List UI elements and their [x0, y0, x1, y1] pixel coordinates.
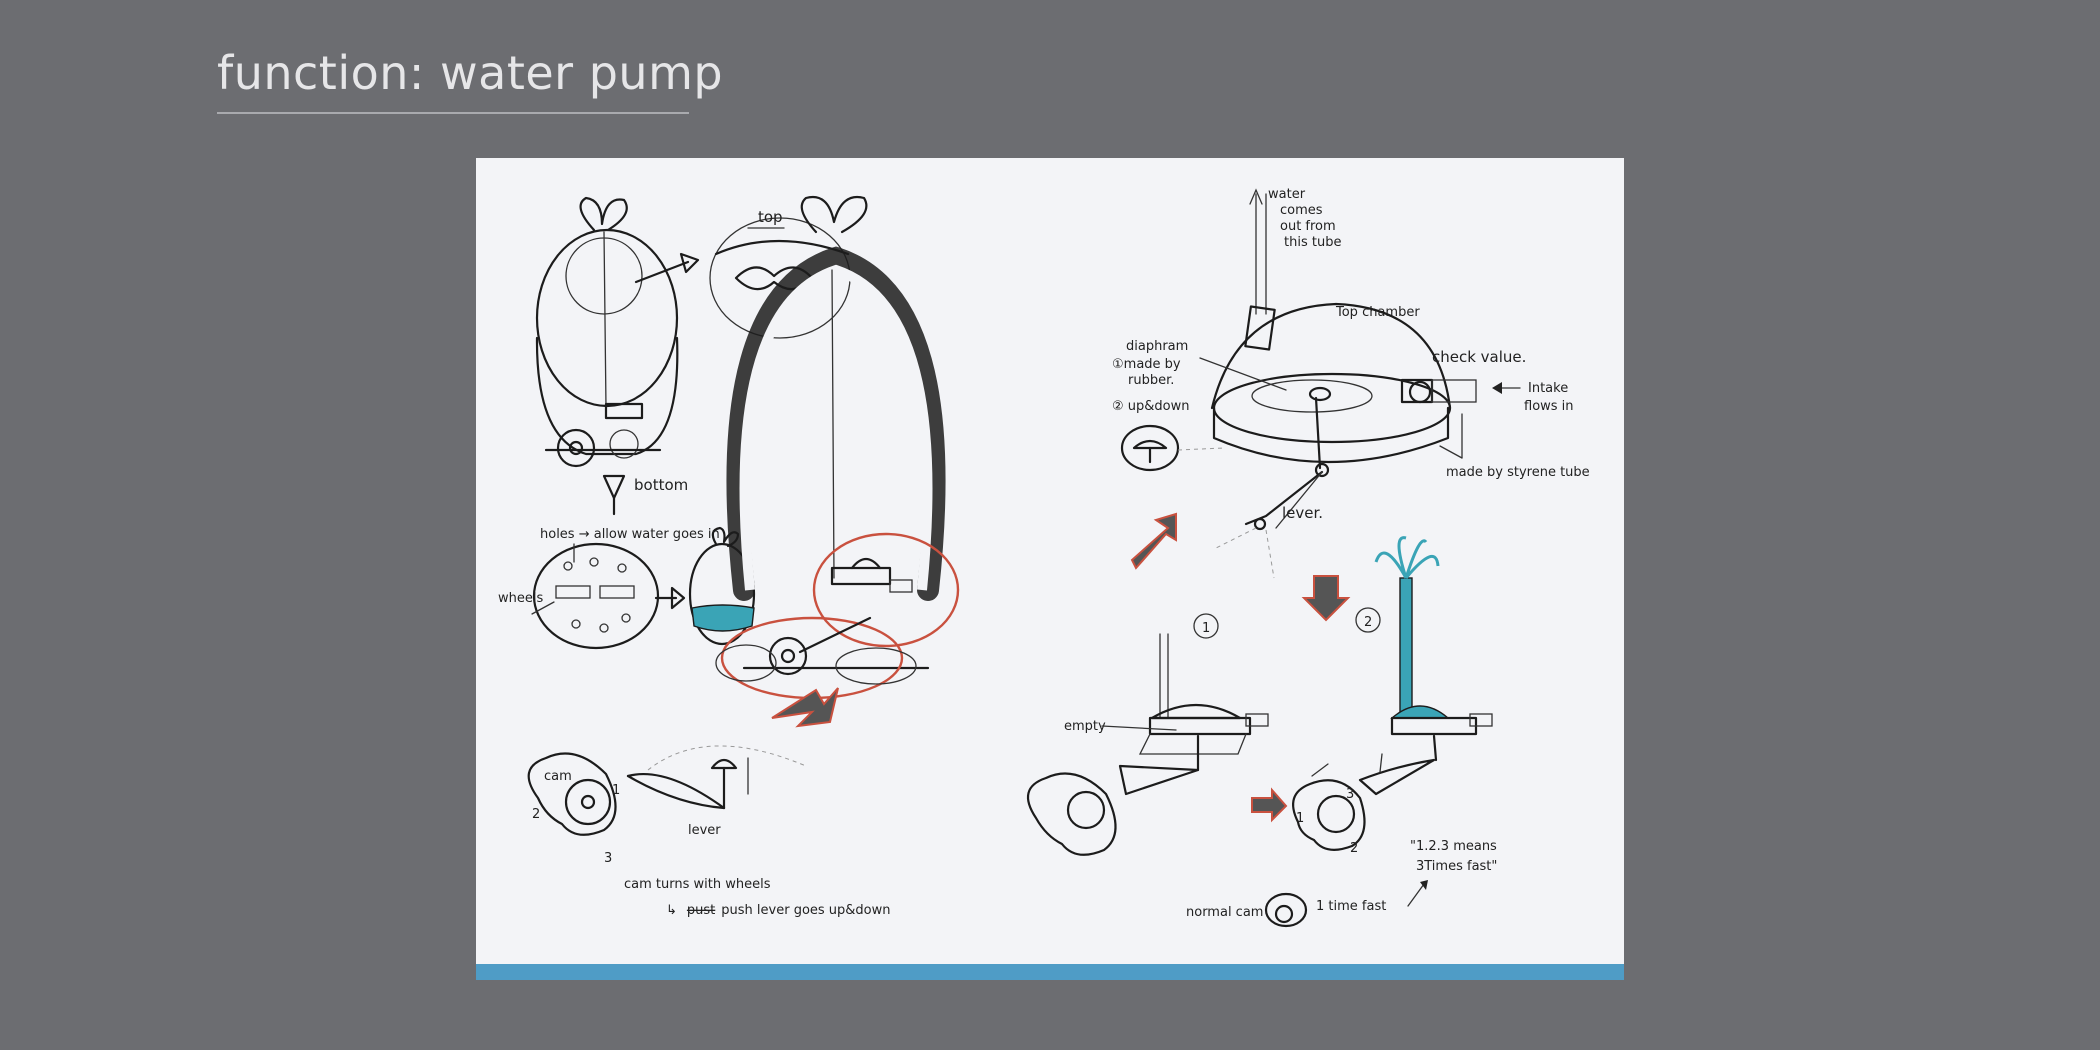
cam-number-2: 2: [532, 807, 540, 822]
label-bottom: bottom: [634, 476, 688, 494]
label-water-2: comes: [1280, 203, 1323, 218]
label-intake-1: Intake: [1528, 381, 1568, 396]
push-rest-text: push lever goes up&down: [721, 903, 890, 918]
label-water-3: out from: [1280, 219, 1336, 234]
stage2-cam-number-3: 3: [1346, 787, 1354, 802]
water-fountain-icon: [1374, 536, 1440, 719]
small-whale-sketch: [535, 196, 700, 468]
label-cam: cam: [544, 769, 572, 784]
cam-lever-sketch: cam 2 1 3 lever cam turns with wheels ↳ p…: [527, 745, 891, 918]
sketch-image: top bottom holes → allow water goes in w…: [476, 158, 1624, 980]
label-check-value: check value.: [1432, 348, 1526, 366]
top-chamber-sketch: water comes out from this tube Top chamb…: [1112, 187, 1590, 579]
label-lever-top: lever.: [1282, 504, 1323, 522]
step-1-label: 1: [1202, 621, 1210, 636]
bottom-view-sketch: holes → allow water goes in wheels: [498, 526, 756, 650]
bottom-label: bottom: [602, 474, 688, 516]
stage-1-sketch: 1 empty: [1026, 613, 1269, 856]
label-intake-2: flows in: [1524, 399, 1574, 414]
label-diaphram-1: diaphram: [1126, 339, 1188, 354]
cam-number-3: 3: [604, 851, 612, 866]
label-push-lever: ↳ pust push lever goes up&down: [666, 903, 891, 918]
label-top-chamber: Top chamber: [1335, 305, 1420, 320]
label-lever-bottom: lever: [688, 823, 721, 838]
label-top: top: [758, 208, 783, 226]
slide-title: function: water pump: [217, 46, 724, 100]
pump-sketch-drawing: top bottom holes → allow water goes in w…: [498, 187, 1590, 928]
push-struck-word: pust: [687, 903, 715, 918]
label-water-4: this tube: [1284, 235, 1341, 250]
label-means-2: 3Times fast": [1416, 859, 1497, 874]
card-accent-bar: [476, 964, 1624, 980]
stage2-cam-number-1: 1: [1296, 811, 1304, 826]
stage2-cam-number-2: 2: [1350, 841, 1358, 856]
label-diaphram-4: ② up&down: [1112, 399, 1190, 414]
cam-number-1: 1: [612, 783, 620, 798]
label-cam-turns: cam turns with wheels: [624, 877, 771, 892]
label-water-1: water: [1268, 187, 1306, 202]
label-empty: empty: [1064, 719, 1106, 734]
label-holes: holes → allow water goes in: [540, 527, 720, 542]
label-diaphram-2: ①made by: [1112, 357, 1181, 372]
push-prefix-arrow: ↳: [666, 903, 677, 918]
cam-icon: [1264, 892, 1308, 928]
label-means-1: "1.2.3 means: [1410, 839, 1497, 854]
label-wheels: wheels: [498, 591, 543, 606]
title-underline: [217, 112, 689, 114]
label-diaphram-3: rubber.: [1128, 373, 1174, 388]
arrow-icon: [771, 512, 1351, 823]
stage-2-sketch: 2 1 3 2 "1.2.3 means 3Times fast" normal…: [1186, 536, 1497, 928]
label-styrene: made by styrene tube: [1446, 465, 1590, 480]
label-one-time-fast: 1 time fast: [1316, 899, 1386, 914]
big-whale-sketch: [715, 195, 960, 700]
label-normal-cam: normal cam: [1186, 905, 1263, 920]
step-2-label: 2: [1364, 615, 1372, 630]
